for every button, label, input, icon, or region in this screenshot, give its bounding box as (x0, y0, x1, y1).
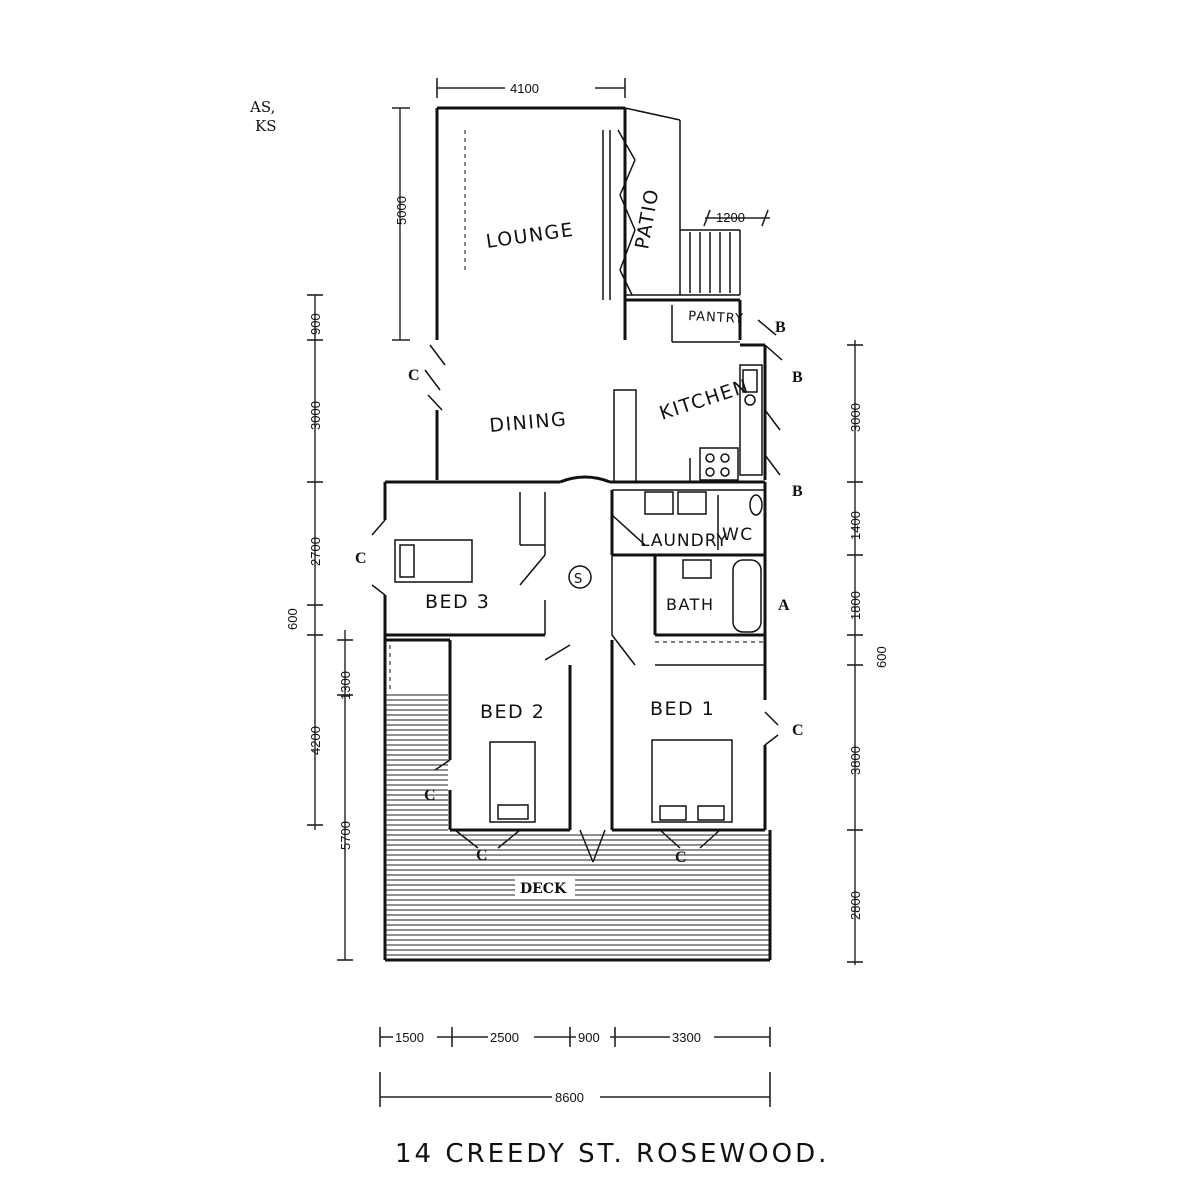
dim-left-d: 600 (285, 608, 300, 630)
kitchen-walls (613, 298, 783, 483)
corner-text-2: KS (255, 117, 276, 135)
window-c-dining: C (408, 367, 420, 384)
dim-right-d: 600 (874, 646, 889, 668)
window-c-bed1: C (675, 849, 687, 866)
stair-symbol: S (574, 572, 583, 587)
dim-bottom-a: 1500 (395, 1030, 424, 1045)
dim-right-b: 1400 (848, 511, 863, 540)
room-lounge: LOUNGE (485, 219, 576, 253)
dim-left-e: 1300 (338, 671, 353, 700)
room-bed3: BED 3 (425, 591, 490, 613)
window-bed3-pane-1 (371, 519, 386, 536)
lounge-dining-walls (424, 106, 636, 480)
dim-top-width: 4100 (510, 81, 539, 96)
corner-text-1: AS, (249, 98, 275, 116)
dim-bottom-b: 2500 (490, 1030, 519, 1045)
room-deck: DECK (520, 881, 567, 897)
room-kitchen: KITCHEN (657, 375, 752, 425)
window-b-1: B (775, 319, 786, 336)
top-dimension: 4100 (436, 78, 626, 98)
window-c-bed1-side: C (792, 722, 804, 739)
right-dimensions: 3000 1400 1800 600 3800 2800 (847, 340, 889, 965)
deck-boards (385, 694, 770, 956)
dim-bottom-c: 900 (578, 1030, 600, 1045)
window-a: A (778, 597, 790, 614)
bedroom-walls (385, 638, 779, 863)
dim-right-f: 2800 (848, 891, 863, 920)
dim-right-a: 3000 (848, 403, 863, 432)
dim-bottom-total: 8600 (555, 1090, 584, 1105)
bottom-dimensions: 1500 2500 900 3300 8600 (379, 1027, 771, 1107)
room-wc: WC (722, 525, 754, 545)
dim-left-a: 900 (308, 313, 323, 335)
room-laundry: LAUNDRY (640, 531, 728, 551)
dim-right-c: 1800 (848, 591, 863, 620)
dim-right-e: 3800 (848, 746, 863, 775)
room-bed2: BED 2 (480, 701, 545, 723)
middle-walls (383, 475, 767, 960)
room-patio: PATIO (631, 187, 663, 251)
stair-symbol-ring (568, 565, 592, 589)
window-b-2: B (792, 369, 803, 386)
window-c-bed3: C (355, 550, 367, 567)
deck-outline (385, 830, 772, 962)
dim-left-c: 2700 (308, 537, 323, 566)
room-pantry: PANTRY (688, 309, 744, 327)
dim-left-g: 5700 (338, 821, 353, 850)
dim-patio-step: 1200 (716, 210, 745, 225)
room-bath: BATH (666, 595, 714, 614)
plan-title: 14 CREEDY ST. ROSEWOOD. (395, 1139, 829, 1169)
left-dimensions: 5000 900 3000 2700 600 4200 1300 5700 (285, 107, 410, 961)
dim-left-upper: 5000 (394, 196, 409, 225)
room-dining: DINING (489, 408, 569, 437)
patio: 1200 (624, 107, 770, 296)
dim-left-f: 4200 (308, 726, 323, 755)
room-bed1: BED 1 (650, 698, 715, 720)
dim-bottom-d: 3300 (672, 1030, 701, 1045)
window-bed3-pane-2 (371, 584, 386, 596)
dim-left-b: 3000 (308, 401, 323, 430)
window-b-3: B (792, 483, 803, 500)
